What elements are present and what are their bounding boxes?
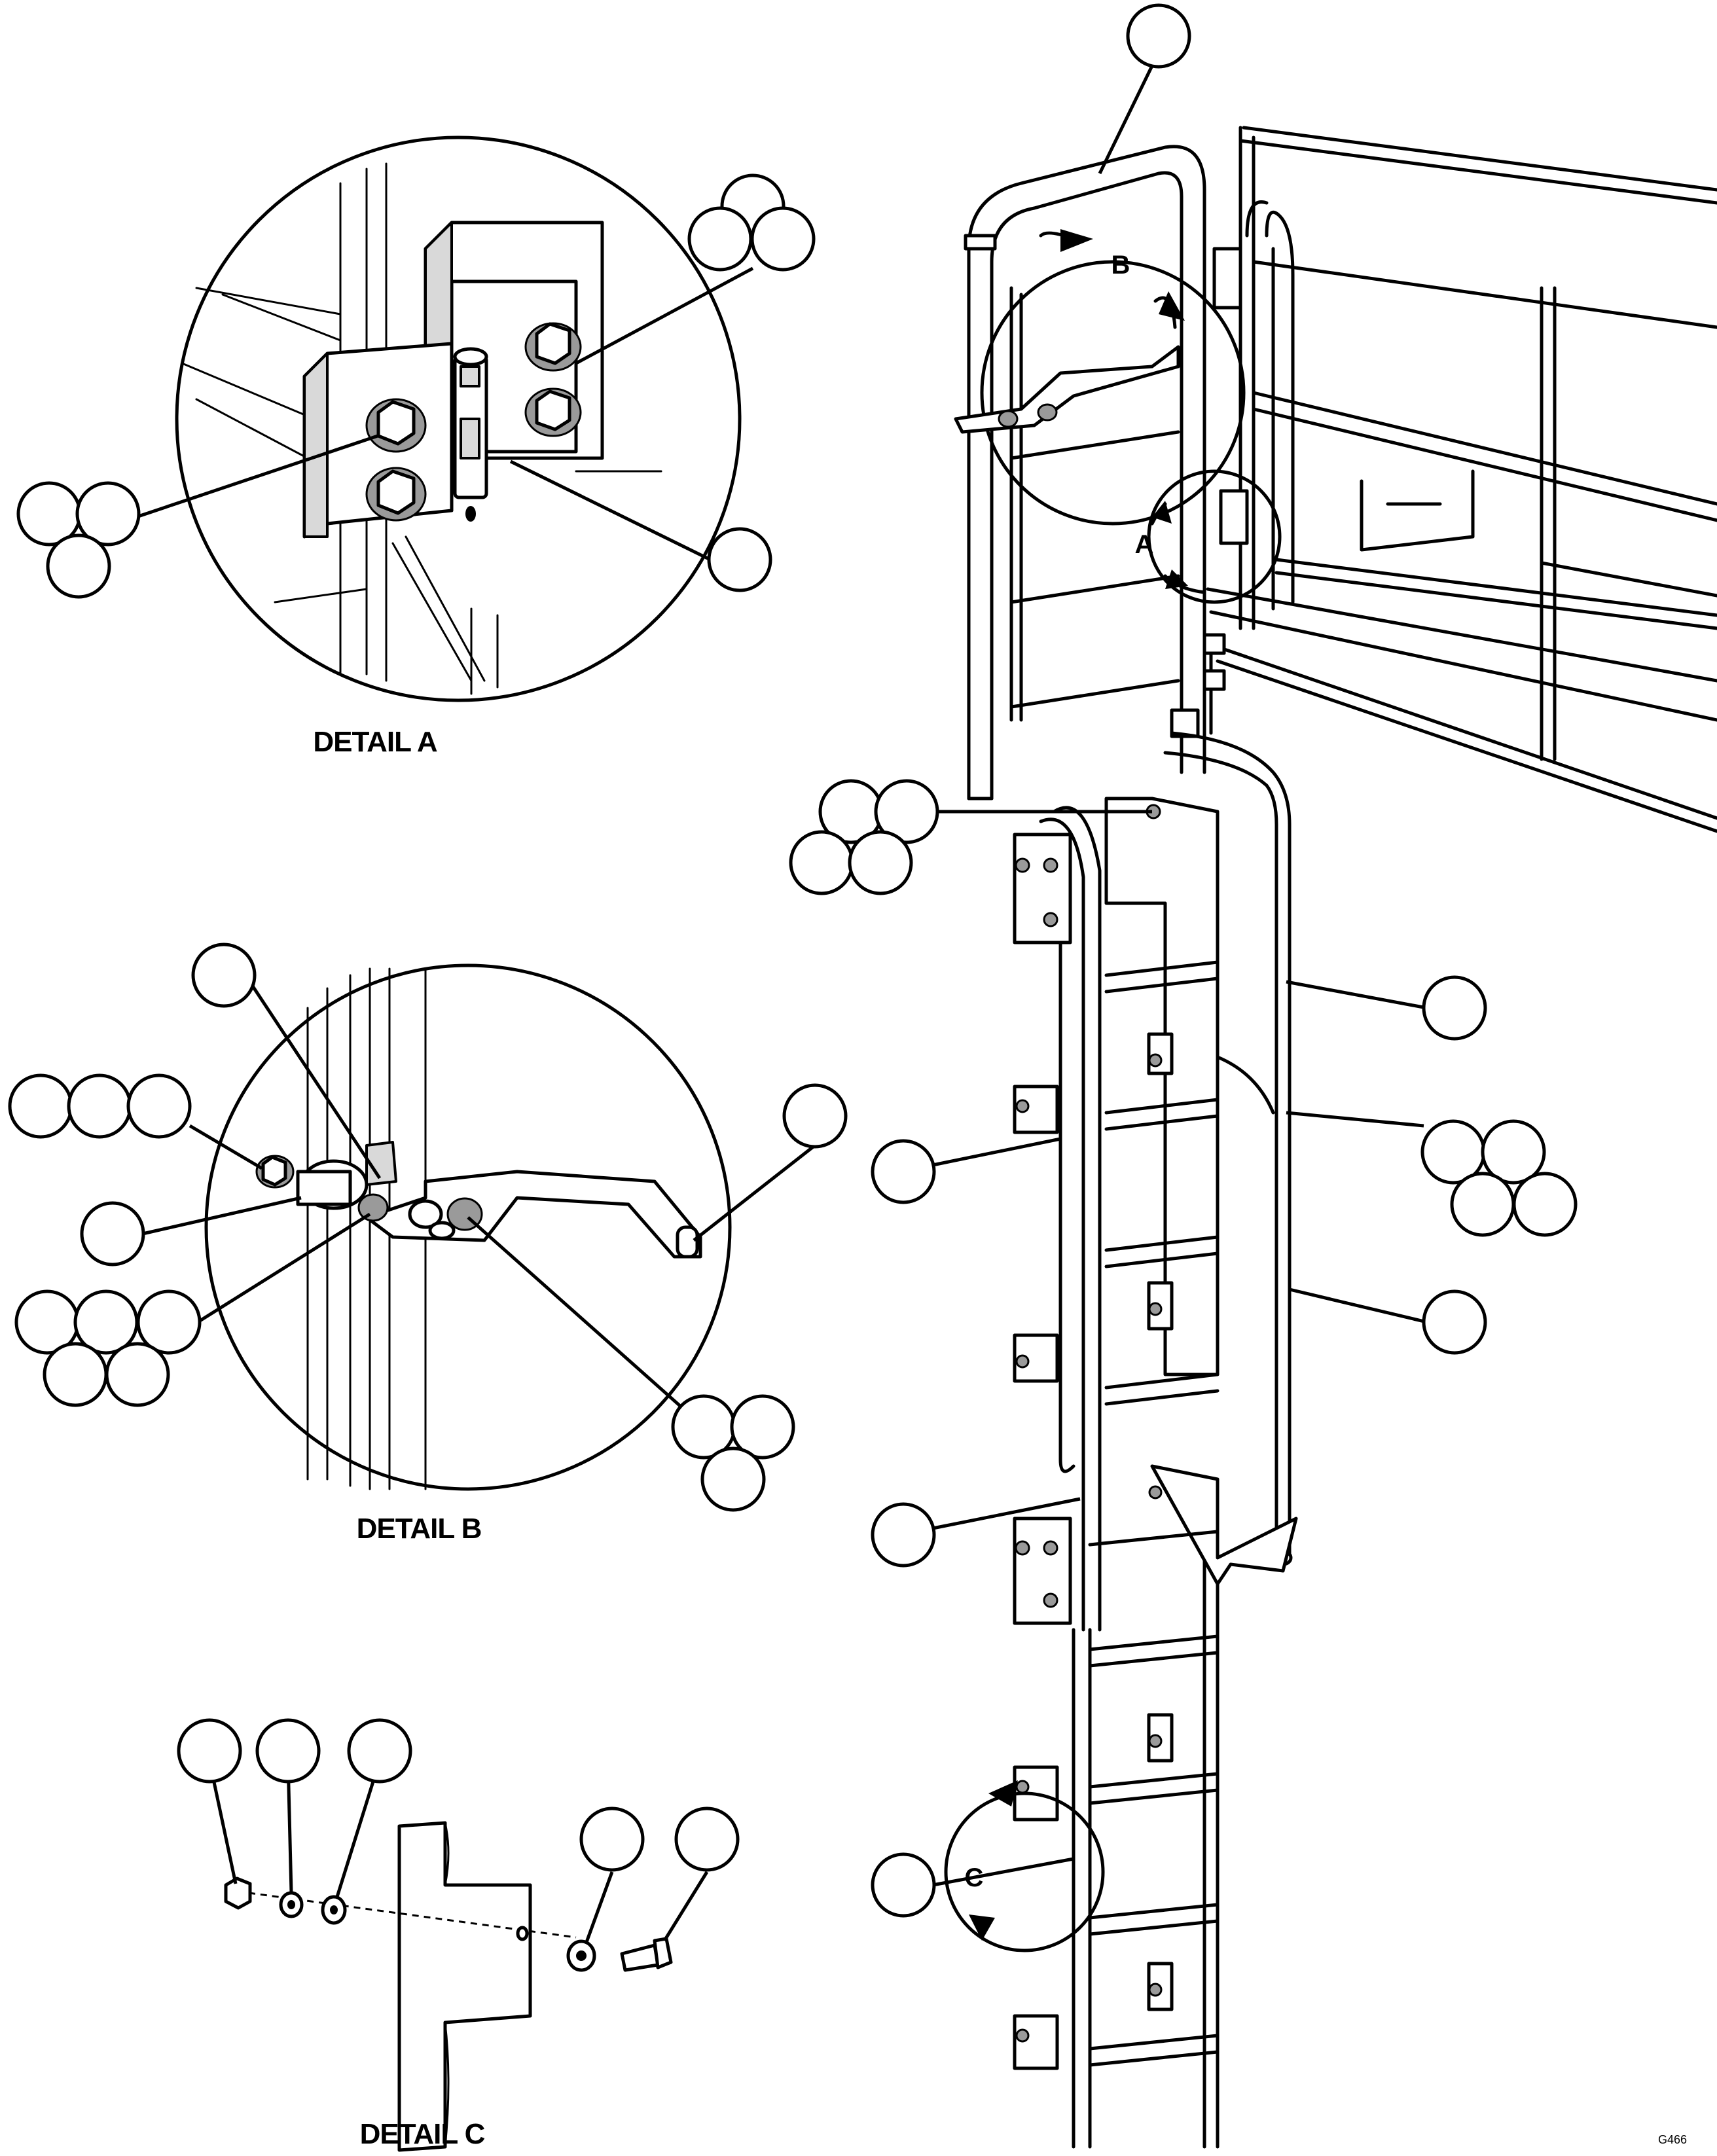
leader-lines: [136, 51, 1428, 1945]
detail-c-caption: DETAIL C: [360, 2118, 485, 2150]
callout-balloon: [1481, 1119, 1546, 1185]
detail-a-frame-lines: [181, 162, 662, 695]
side-handrail: [1170, 731, 1292, 1560]
callout-balloon: [105, 1342, 170, 1407]
callout-balloon: [1422, 975, 1487, 1041]
detail-c-drawing: [224, 1821, 673, 2152]
main-assembly-drawing: [944, 126, 1717, 2149]
callout-balloon: [67, 1073, 132, 1139]
callout-balloon: [80, 1201, 145, 1267]
detail-b-caption: DETAIL B: [357, 1513, 482, 1545]
detail-a-caption: DETAIL A: [313, 726, 437, 758]
callout-balloons: [8, 3, 1578, 1918]
callout-balloon: [255, 1718, 321, 1784]
detail-b-drawing: [204, 963, 732, 1491]
gate-loop: [967, 145, 1206, 800]
callout-balloon: [871, 1139, 936, 1204]
ladder-bracket-plate: [397, 1821, 532, 2152]
upper-ladder-rail: [1052, 806, 1102, 1632]
callout-balloon: [871, 1852, 936, 1918]
detail-a-callout-circle: [1147, 469, 1282, 604]
callout-balloon: [687, 206, 753, 272]
callout-balloon: [177, 1718, 242, 1784]
callout-balloon: [43, 1342, 108, 1407]
detail-a-drawing: [175, 135, 742, 702]
callout-balloon: [871, 1502, 936, 1568]
callout-balloon: [730, 1394, 795, 1460]
callout-balloon: [750, 206, 816, 272]
callout-balloon: [782, 1083, 848, 1149]
callout-balloon: [136, 1289, 202, 1355]
detail-c-callout-circle: [944, 1791, 1105, 1952]
detail-a-bolts: [365, 322, 582, 522]
figure-id: G466: [1658, 2133, 1687, 2146]
callout-balloon: [75, 481, 141, 547]
callout-balloon: [1126, 3, 1191, 69]
callout-balloon: [874, 779, 939, 844]
callout-balloon: [191, 943, 257, 1008]
callout-balloon: [848, 830, 913, 895]
detail-b-callout-circle: [980, 260, 1246, 526]
callout-balloon: [1512, 1172, 1578, 1237]
callout-balloon: [700, 1446, 766, 1512]
detail-a-circle: [175, 135, 742, 702]
detail-b-circle: [204, 963, 732, 1491]
callout-balloon: [707, 527, 772, 592]
callout-balloon: [789, 830, 854, 895]
callout-balloon: [46, 533, 111, 599]
callout-balloon: [347, 1718, 412, 1784]
callout-balloon: [1422, 1289, 1487, 1355]
callout-balloon: [579, 1806, 645, 1872]
callout-balloon: [674, 1806, 740, 1872]
view-letter-c: C: [965, 1863, 984, 1892]
callout-balloon: [1450, 1172, 1515, 1237]
callout-balloon: [8, 1073, 73, 1139]
guard-rail: [1238, 126, 1717, 761]
callout-balloon: [126, 1073, 192, 1139]
view-letter-a: A: [1135, 530, 1154, 559]
view-letter-b: B: [1112, 251, 1130, 279]
